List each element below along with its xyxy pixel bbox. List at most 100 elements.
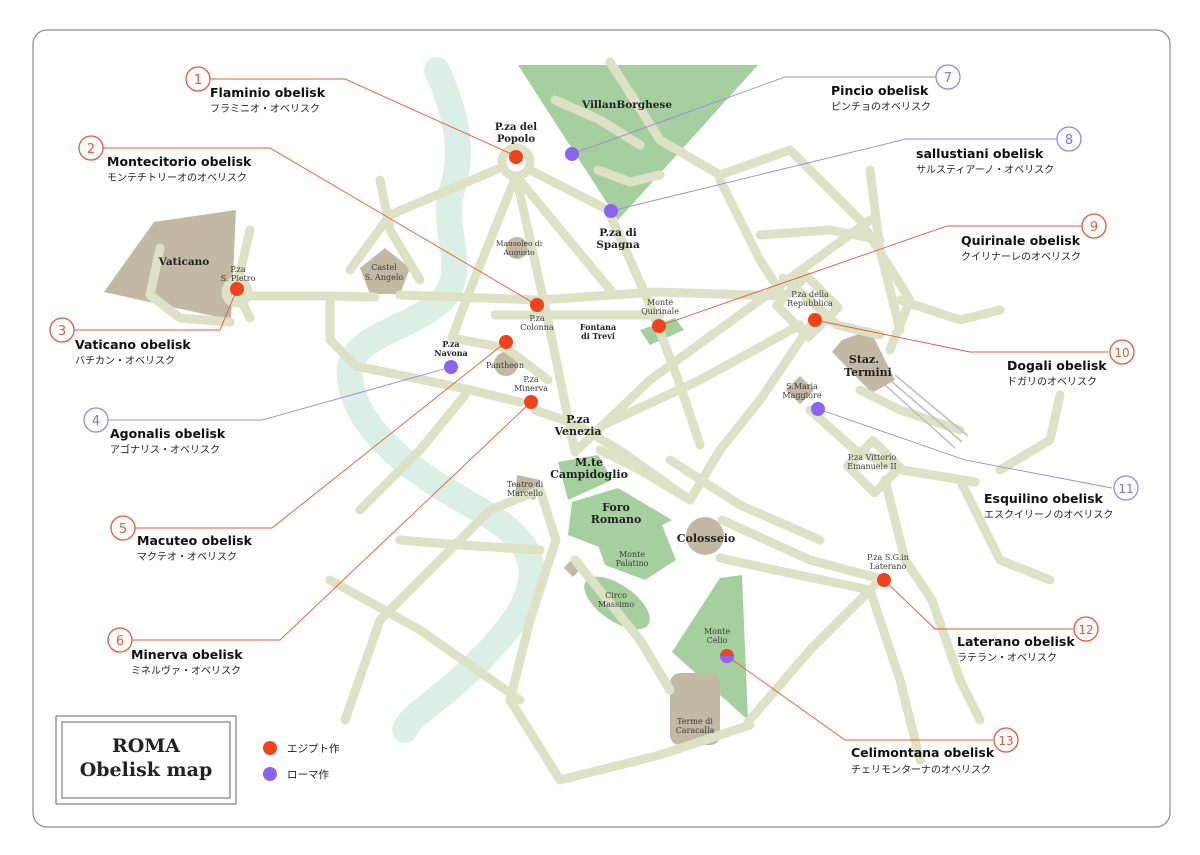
label-celio-1: Monte: [704, 627, 730, 636]
obelisk-dot-1[interactable]: [509, 150, 523, 164]
vaticano-area: [104, 210, 236, 320]
obelisk-dot-12[interactable]: [877, 573, 891, 587]
label-repubblica-1: P.za della: [791, 290, 829, 299]
obelisk-dot-3[interactable]: [230, 282, 244, 296]
obelisk-2-jp: モンテチトリーオのオベリスク: [107, 172, 247, 184]
label-fontana-1: Fontana: [580, 322, 616, 332]
obelisk-dot-6[interactable]: [524, 395, 538, 409]
obelisk-dot-10[interactable]: [808, 313, 822, 327]
label-staz-1: Staz.: [849, 353, 879, 366]
obelisk-13-num: 13: [998, 734, 1013, 748]
obelisk-label-3[interactable]: 3 Vaticano obelisk バチカン・オベリスク: [49, 317, 191, 367]
label-palatino-1: Monte: [619, 550, 645, 559]
obelisk-label-12[interactable]: 12 Laterano obelisk ラテラン・オベリスク: [957, 616, 1099, 664]
obelisk-10-num: 10: [1114, 346, 1129, 360]
label-quirinale-2: Quirinale: [641, 307, 679, 316]
obelisk-9-num: 9: [1090, 220, 1098, 235]
map-title-line1: ROMA: [112, 735, 180, 757]
label-mausoleo-2: Augusto: [502, 248, 535, 257]
obelisk-6-num: 6: [116, 634, 124, 649]
legend-roman-label: ローマ作: [287, 769, 329, 781]
obelisk-label-2[interactable]: 2 Montecitorio obelisk モンテチトリーオのオベリスク: [78, 135, 252, 184]
obelisk-13-name: Celimontana obelisk: [851, 745, 995, 760]
obelisk-5-num: 5: [119, 522, 127, 537]
label-villa-borghese: VillanBorghese: [581, 99, 672, 111]
label-pza-popolo-1: P.za del: [495, 122, 537, 133]
obelisk-3-num: 3: [58, 324, 66, 339]
label-pza-colonna-2: Colonna: [520, 323, 554, 332]
obelisk-dot-8[interactable]: [604, 204, 618, 218]
label-terme-2: Caracalla: [676, 726, 715, 735]
map-title-box: ROMA Obelisk map: [55, 715, 237, 805]
obelisk-dot-9[interactable]: [652, 319, 666, 333]
staz-termini: [832, 330, 895, 393]
label-pantheon: Pantheon: [486, 361, 524, 370]
obelisk-2-name: Montecitorio obelisk: [107, 154, 252, 169]
obelisk-3-name: Vaticano obelisk: [75, 337, 191, 352]
legend-egypt-label: エジプト作: [287, 743, 340, 755]
label-campidoglio-2: Campidoglio: [550, 468, 628, 481]
label-pza-spagna-1: P.za di: [599, 227, 637, 239]
label-pza-pietro-1: P.za: [230, 265, 246, 274]
foro-romano-park: [568, 488, 672, 552]
obelisk-label-10[interactable]: 10 Dogali obelisk ドガリのオベリスク: [1007, 339, 1135, 388]
label-repubblica-2: Repubblica: [787, 299, 833, 308]
label-minerva-2: Minerva: [514, 384, 548, 393]
legend-egypt-swatch: [263, 741, 277, 755]
obelisk-8-num: 8: [1065, 133, 1073, 148]
label-teatro-1: Teatro di: [507, 480, 544, 489]
obelisk-label-6[interactable]: 6 Minerva obelisk ミネルヴァ・オベリスク: [107, 627, 243, 677]
label-minerva-1: P.za: [523, 375, 539, 384]
obelisk-label-11[interactable]: 11 Esquilino obelisk エスクイリーノのオベリスク: [984, 475, 1139, 521]
obelisk-label-5[interactable]: 5 Macuteo obelisk マクテオ・オベリスク: [110, 515, 253, 563]
obelisk-11-name: Esquilino obelisk: [984, 491, 1104, 506]
obelisk-7-jp: ピンチョのオベリスク: [831, 101, 931, 113]
label-circo-1: Circo: [605, 591, 627, 600]
label-foro-2: Romano: [591, 513, 642, 526]
obelisk-2-num: 2: [87, 142, 95, 157]
obelisk-label-7[interactable]: 7 Pincio obelisk ピンチョのオベリスク: [831, 64, 961, 113]
label-mausoleo-1: Mausoleo di: [496, 239, 543, 248]
label-castel-2: S. Angelo: [365, 273, 404, 282]
colosseo-building: [686, 517, 724, 555]
obelisk-dot-2[interactable]: [530, 298, 544, 312]
obelisk-label-4[interactable]: 4 Agonalis obelisk アゴナリス・オベリスク: [83, 407, 226, 456]
obelisk-12-num: 12: [1078, 623, 1093, 637]
obelisk-1-num: 1: [194, 73, 202, 88]
obelisk-label-1[interactable]: 1 Flaminio obelisk フラミニオ・オベリスク: [185, 66, 326, 115]
obelisk-11-jp: エスクイリーノのオベリスク: [984, 509, 1113, 521]
label-quirinale-1: Monte: [647, 298, 673, 307]
obelisk-dot-11[interactable]: [811, 402, 825, 416]
label-pza-pietro-2: S. Pietro: [221, 274, 256, 283]
obelisk-8-name: sallustiani obelisk: [916, 146, 1044, 161]
obelisk-dot-7[interactable]: [565, 147, 579, 161]
obelisk-9-name: Quirinale obelisk: [961, 233, 1081, 248]
obelisk-12-name: Laterano obelisk: [957, 634, 1075, 649]
label-pza-spagna-2: Spagna: [596, 239, 640, 251]
obelisk-8-jp: サルスティアーノ・オベリスク: [916, 164, 1054, 176]
label-fontana-2: di Trevi: [581, 331, 615, 341]
obelisk-dot-4[interactable]: [444, 360, 458, 374]
obelisk-10-jp: ドガリのオベリスク: [1007, 376, 1097, 388]
palatino-park: [598, 525, 676, 580]
obelisk-label-9[interactable]: 9 Quirinale obelisk クイリナーレのオベリスク: [961, 213, 1107, 263]
legend-roman-swatch: [263, 767, 277, 781]
label-teatro-2: Marcello: [507, 489, 543, 498]
terme-caracalla: [670, 673, 720, 745]
obelisk-1-jp: フラミニオ・オベリスク: [210, 103, 320, 115]
label-laterano-2: Laterano: [870, 562, 907, 571]
campidoglio-park: [558, 455, 612, 500]
label-pza-colonna-1: P.za: [529, 314, 545, 323]
road-network: [145, 57, 1065, 785]
obelisk-label-8[interactable]: 8 sallustiani obelisk サルスティアーノ・オベリスク: [916, 126, 1082, 176]
obelisk-dot-13[interactable]: [720, 649, 734, 663]
obelisk-dot-5[interactable]: [499, 335, 513, 349]
label-castel-1: Castel: [371, 263, 397, 272]
obelisk-7-name: Pincio obelisk: [831, 83, 929, 98]
label-navona-2: Navona: [434, 348, 467, 358]
label-vittorio-2: Emanuele II: [847, 462, 896, 471]
obelisk-7-num: 7: [944, 71, 952, 86]
obelisk-10-name: Dogali obelisk: [1007, 358, 1107, 373]
obelisk-label-13[interactable]: 13 Celimontana obelisk チェリモンターナのオベリスク: [851, 727, 1019, 776]
